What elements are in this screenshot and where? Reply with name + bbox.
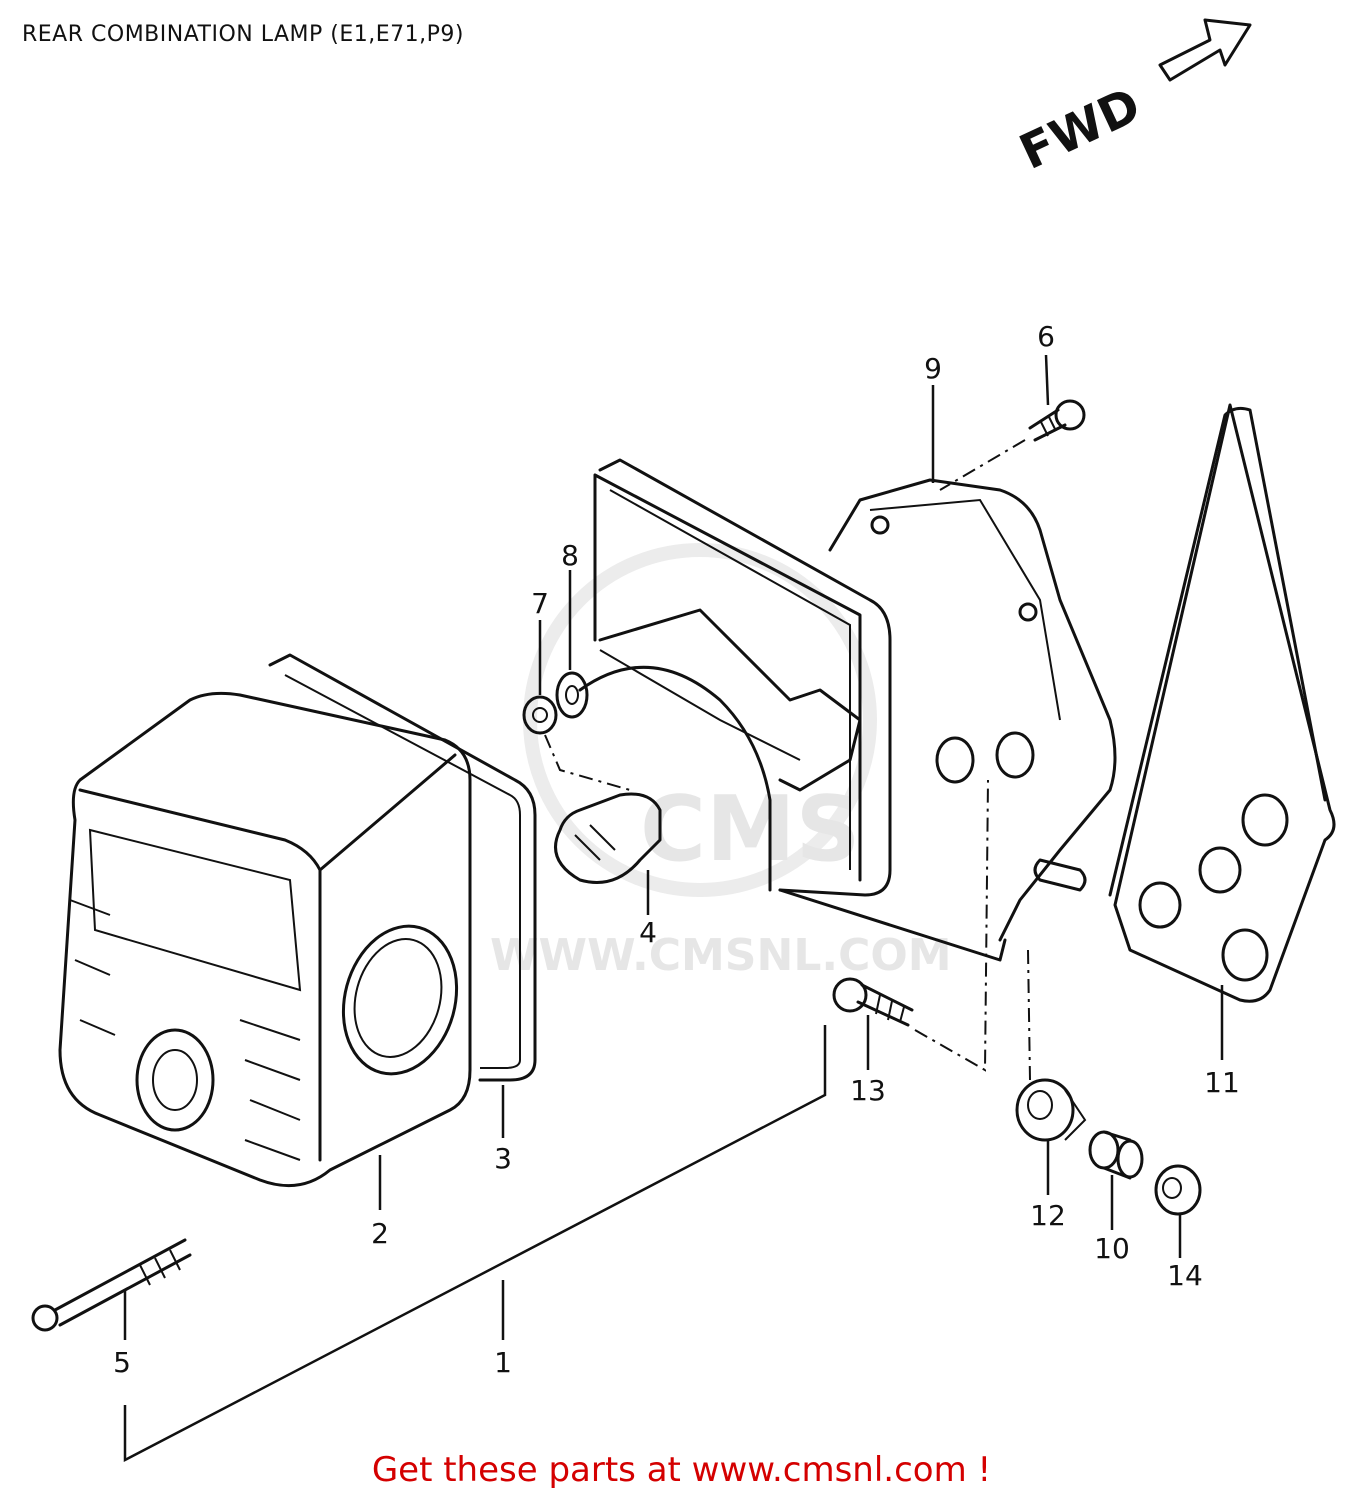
callout-4: 4 [639, 916, 657, 949]
grommet-12 [1015, 1078, 1087, 1142]
lens-gasket [268, 653, 537, 1082]
callout-3: 3 [494, 1142, 512, 1175]
callout-7: 7 [531, 587, 549, 620]
callout-2: 2 [371, 1217, 389, 1250]
long-screw [31, 1238, 192, 1332]
washer-8 [555, 671, 589, 719]
diagram-title: REAR COMBINATION LAMP (E1,E71,P9) [22, 22, 465, 47]
bolt-13 [832, 977, 914, 1027]
lamp-lens [58, 691, 472, 1188]
screw-6 [1028, 399, 1086, 442]
callout-11: 11 [1204, 1066, 1240, 1099]
callout-10: 10 [1094, 1232, 1130, 1265]
callout-1: 1 [494, 1346, 512, 1379]
watermark-url: WWW.CMSNL.COM [490, 930, 952, 981]
callout-14: 14 [1167, 1259, 1203, 1292]
forward-arrow-icon [1158, 18, 1252, 82]
parts-link-footer[interactable]: Get these parts at www.cmsnl.com ! [371, 1450, 992, 1490]
callout-13: 13 [850, 1074, 886, 1107]
callout-6: 6 [1037, 320, 1055, 353]
mounting-bracket [1108, 403, 1336, 1003]
lamp-base [578, 458, 1117, 962]
watermark-brand: CMS [640, 777, 860, 882]
callout-9: 9 [924, 352, 942, 385]
fwd-label: FWD [1011, 77, 1148, 181]
callout-12: 12 [1030, 1199, 1066, 1232]
nut-14 [1154, 1164, 1202, 1216]
watermark: CMS WWW.CMSNL.COM [490, 543, 952, 981]
collar-10 [1088, 1130, 1144, 1180]
bulb [554, 792, 662, 884]
callout-8: 8 [561, 539, 579, 572]
nut-7 [522, 695, 558, 735]
callout-5: 5 [113, 1346, 131, 1379]
